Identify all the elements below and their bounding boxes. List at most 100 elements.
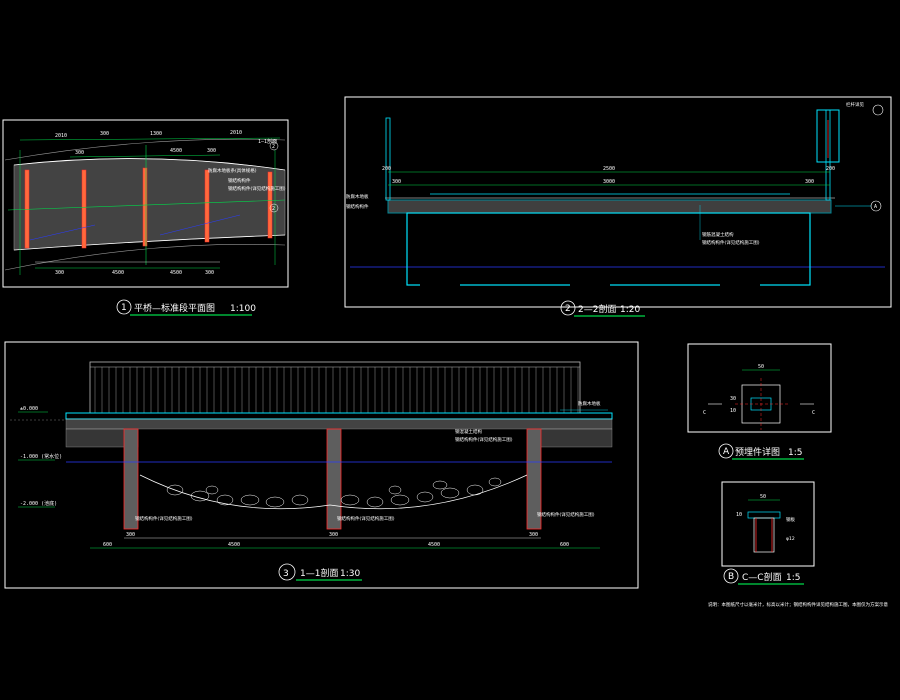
detailB-plate (747, 511, 781, 519)
plan-dim-line (69, 154, 221, 158)
riverbed-stone (466, 484, 484, 496)
detailA-cut-label: C (703, 410, 706, 416)
section11-note: 钢混凝土结构 (455, 428, 482, 435)
riverbed-stone (291, 494, 309, 506)
plan-note: 防腐木地板条(具体规格) (208, 167, 257, 174)
riverbed-stone (416, 491, 434, 503)
section11-pier (526, 428, 542, 530)
section11-level: -1.000 (常水位) (20, 453, 62, 460)
section22-title-marker (560, 300, 576, 316)
plan-beams (24, 167, 273, 249)
plan-section-label: 1—1剖面 (258, 138, 277, 145)
plan-dim-line (19, 137, 281, 141)
section22-pier-mask (570, 280, 610, 288)
detailB-title: C—C剖面 (742, 571, 782, 583)
riverbed-stone (205, 485, 219, 495)
plan-beam (267, 171, 273, 239)
section11-dim: 4500 (228, 542, 240, 548)
section22-railing-post (385, 117, 391, 201)
plan-deck-edge (13, 158, 286, 171)
plan-dim: 300 (75, 150, 84, 156)
section11-dim-sub: 300 (529, 532, 538, 538)
section11-dim-sub: 300 (126, 532, 135, 538)
detailB-note: φ12 (786, 536, 795, 542)
plan-note: 钢结构构件(详见结构施工图) (228, 185, 286, 192)
plan-dim: 300 (205, 270, 214, 276)
section22-dim: 200 (826, 166, 835, 172)
plan-section-label: 2 (272, 206, 275, 212)
plan-title-marker-number: 1 (121, 303, 127, 313)
riverbed-stone (265, 496, 285, 508)
section22-note: 钢结构构件(详见结构施工图) (702, 239, 760, 246)
detailA-dim: 30 (730, 396, 736, 402)
detailA-frame (687, 343, 832, 433)
section22-pier (406, 212, 811, 286)
section11-note: 钢结构构件(详见结构施工图) (455, 436, 513, 443)
riverbed-stone (216, 494, 234, 506)
detailA-dim: 10 (730, 408, 736, 414)
section22-title-marker-number: 2 (565, 304, 571, 314)
detailB-note: 钢板 (786, 516, 795, 523)
plan-scale: 1:100 (230, 304, 256, 314)
plan-dim: 2010 (55, 133, 67, 139)
section22-pier-mask (420, 280, 460, 288)
detailB-scale: 1:5 (786, 573, 800, 583)
section11-deck-slab (65, 418, 613, 430)
detailA-scale: 1:5 (788, 448, 802, 458)
plan-boundary-line (4, 244, 286, 271)
riverbed-stone (340, 494, 360, 506)
detailB-title-marker-letter: B (728, 572, 734, 582)
riverbed-stone (190, 490, 210, 502)
detailA-title-marker-letter: A (723, 447, 730, 457)
riverbed-stone (366, 496, 384, 508)
section22-note: 钢结构构件 (346, 203, 369, 210)
detailB-dim: 50 (760, 494, 766, 500)
section11-dim: 600 (560, 542, 569, 548)
plan-note: 钢结构构件 (228, 177, 251, 184)
section11-title-marker-number: 3 (283, 569, 289, 579)
section22-dim: 2500 (603, 166, 615, 172)
detailA-title-marker (718, 443, 734, 459)
plan-dim: 2010 (230, 130, 242, 136)
plan-dim: 4500 (170, 148, 182, 154)
section22-dim: 3000 (603, 179, 615, 185)
riverbed-stone (440, 487, 460, 499)
plan-frame (2, 119, 289, 288)
section11-railing-bars (94, 367, 579, 413)
plan-dim: 1300 (150, 131, 162, 137)
section22-dim: 200 (382, 166, 391, 172)
detailB-view: 50 10 钢板 φ12 B C—C剖面 1:5 (721, 481, 815, 585)
section11-piers (123, 428, 542, 530)
section22-view: A 栏杆详见 200 2500 200 300 3000 300 防腐木地板 钢… (344, 96, 892, 317)
riverbed-stone (390, 494, 410, 506)
plan-water-line (159, 214, 241, 236)
detailA-title: 预埋件详图 (735, 446, 780, 458)
plan-section-marker (269, 203, 279, 213)
riverbed-stone (432, 480, 448, 490)
plan-section-label: 2 (272, 144, 275, 150)
section11-callout: 防腐木地板 (578, 400, 601, 407)
detailA-cut-label: C (812, 410, 815, 416)
section22-deck (387, 199, 832, 214)
detailA-view: 50 30 10 C C A 预埋件详图 1:5 (687, 343, 832, 460)
detailB-dim: 10 (736, 512, 742, 518)
plan-title-marker (116, 299, 132, 315)
plan-beam (142, 167, 148, 247)
riverbed-stone (166, 484, 184, 496)
plan-dim: 300 (100, 131, 109, 137)
section22-note: 钢筋混凝土结构 (702, 231, 734, 238)
section11-riverbed (139, 474, 528, 510)
riverbed-stone (488, 477, 502, 487)
plan-deck-edge (13, 234, 286, 251)
detailB-stem (753, 517, 775, 553)
detailB-frame (721, 481, 815, 567)
section22-title: 2—2剖面 (578, 303, 616, 315)
section11-note: 钢结构构件(详见结构施工图) (537, 511, 595, 518)
section11-deck-surface (65, 412, 613, 420)
detailB-title-marker (723, 568, 739, 584)
plan-dim: 300 (55, 270, 64, 276)
section11-pier (123, 428, 139, 530)
riverbed-stone (240, 494, 260, 506)
section11-view: ±0.000 -1.000 (常水位) -2.000 (池底) 600 4500… (4, 341, 639, 589)
